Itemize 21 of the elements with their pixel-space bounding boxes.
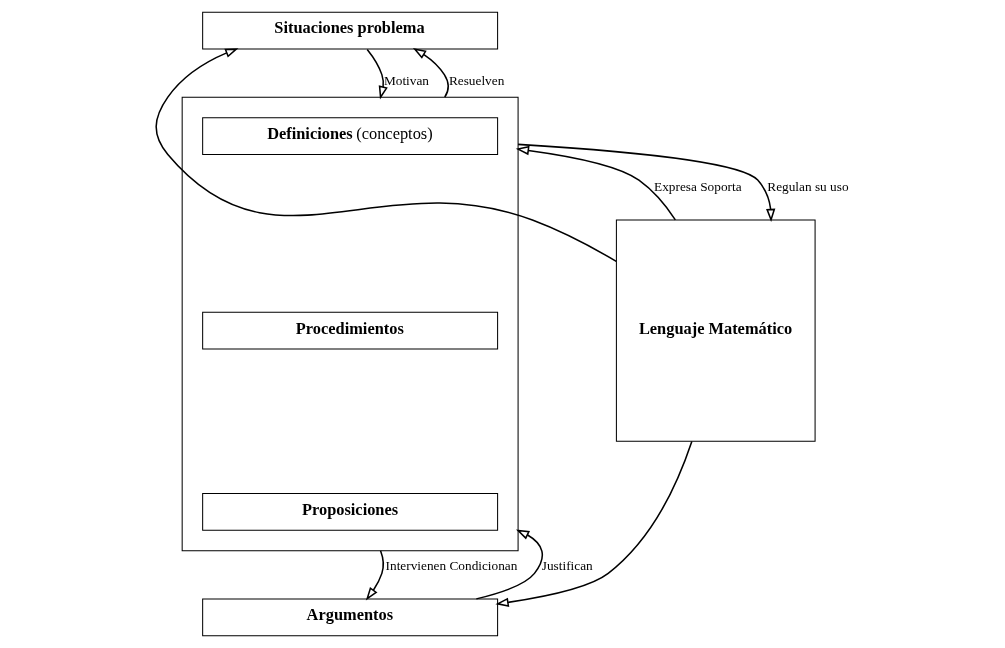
node-box: Situaciones problema bbox=[201, 11, 498, 50]
cluster bbox=[181, 96, 519, 552]
arrow bbox=[494, 440, 693, 607]
arrow bbox=[475, 529, 543, 600]
edge-label: Resuelven bbox=[448, 73, 504, 89]
node-box: Proposiciones bbox=[201, 493, 498, 531]
arrow bbox=[154, 48, 617, 263]
node-box: Definiciones (conceptos) bbox=[201, 117, 498, 155]
edge-label: Regulan su uso bbox=[766, 178, 849, 194]
edge-label: Expresa Soporta bbox=[653, 178, 742, 194]
arrow bbox=[516, 143, 775, 223]
arrow bbox=[365, 48, 388, 100]
edge-label: Motivan bbox=[383, 73, 429, 89]
edge-label: Justifican bbox=[541, 557, 593, 573]
node-box: Argumentos bbox=[201, 598, 498, 637]
node-box: Procedimientos bbox=[201, 311, 498, 350]
arrow bbox=[412, 48, 449, 98]
node-box: Lenguaje Matemático bbox=[615, 219, 816, 442]
arrow bbox=[515, 145, 676, 221]
edge-label: Intervienen Condicionan bbox=[385, 557, 517, 573]
arrow bbox=[365, 550, 384, 601]
